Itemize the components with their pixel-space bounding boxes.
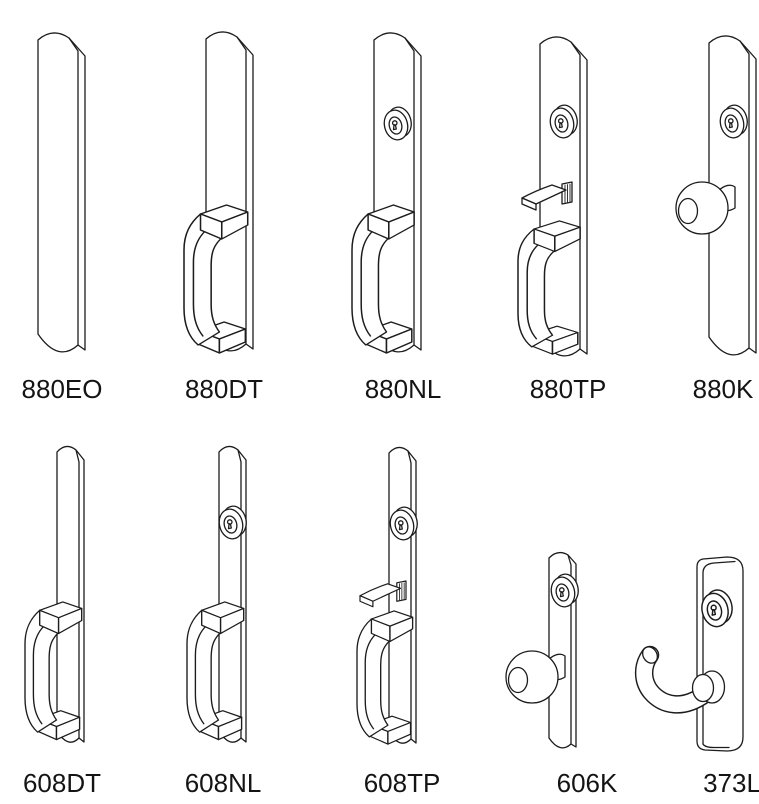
trim-880nl-figure [351, 32, 422, 354]
trim-608nl-figure [186, 445, 250, 743]
trim-880k-figure [675, 35, 757, 356]
label-880nl: 880NL [364, 374, 442, 404]
trim-608tp-figure [356, 446, 421, 745]
label-606k: 606K [556, 768, 618, 798]
label-608tp: 608TP [363, 768, 441, 798]
label-608dt: 608DT [22, 768, 102, 798]
trim-880tp-figure [517, 36, 588, 357]
label-880tp: 880TP [529, 374, 607, 404]
label-608nl: 608NL [184, 768, 262, 798]
label-880eo: 880EO [21, 374, 103, 404]
trim-373l-figure [640, 556, 744, 752]
label-880dt: 880DT [184, 374, 264, 404]
label-373l: 373L [703, 768, 759, 798]
trim-608dt-figure [24, 445, 85, 743]
trim-880dt-figure [183, 31, 254, 354]
trim-606k-figure [505, 551, 582, 749]
trim-880eo-figure [37, 32, 86, 353]
label-880k: 880K [692, 374, 754, 404]
